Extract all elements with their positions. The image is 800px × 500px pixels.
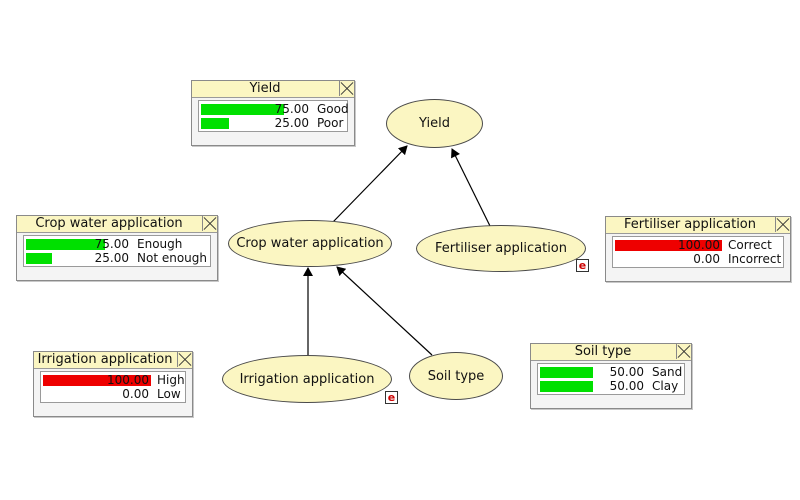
belief-bar [26,253,52,264]
belief-value: 25.00 [94,251,129,265]
state-label: Not enough [137,251,207,265]
state-label: Enough [137,237,183,251]
state-row: 0.00 Incorrect [615,252,781,266]
belief-value: 25.00 [274,116,309,130]
belief-value: 100.00 [107,373,149,387]
state-row: 100.00 High [43,373,185,387]
monitor-states: 100.00 Correct 0.00 Incorrect [612,236,784,268]
monitor-title: Soil type [531,344,691,361]
belief-bar-area: 50.00 [540,379,646,393]
monitor-yield-title: Yield [249,81,281,96]
monitor-fertiliser-title: Fertiliser application [624,217,756,232]
node-yield-label: Yield [419,116,450,131]
state-label: Sand [652,365,683,379]
close-icon[interactable] [339,81,354,96]
monitor-irrigation-title: Irrigation application [37,352,173,367]
monitor-irrigation-application[interactable]: Irrigation application 100.00 High 0.00 Low [33,351,193,417]
belief-bar [201,118,229,129]
node-soil-type-label: Soil type [427,368,485,384]
state-row: 75.00 Good [201,102,349,116]
belief-bar [26,239,105,250]
monitor-title: Crop water application [17,216,217,233]
state-label: High [157,373,185,387]
belief-value: 75.00 [94,237,129,251]
belief-value: 50.00 [609,365,644,379]
state-row: 50.00 Clay [540,379,682,393]
state-label: Incorrect [728,252,782,266]
belief-value: 0.00 [122,387,149,401]
edge-cropwater-to-yield [332,145,408,223]
monitor-crop-water-title: Crop water application [35,216,183,231]
edge-soiltype-to-cropwater [336,266,433,356]
node-fertiliser-label: Fertiliser application [435,241,567,256]
belief-value: 0.00 [693,252,720,266]
evidence-icon-irrigation: e [385,391,398,404]
node-crop-water-application[interactable]: Crop water application [228,220,392,267]
monitor-states: 75.00 Good 25.00 Poor [198,100,349,132]
monitor-yield[interactable]: Yield 75.00 Good 25.00 Poor [191,80,355,146]
state-label: Clay [652,379,679,393]
monitor-soil-type-title: Soil type [574,344,632,359]
state-row: 25.00 Poor [201,116,345,130]
monitor-title: Fertiliser application [606,217,790,234]
belief-value: 100.00 [678,238,720,252]
belief-bar-area: 100.00 [615,238,722,252]
monitor-title: Yield [192,81,354,98]
monitor-states: 75.00 Enough 25.00 Not enough [23,235,211,267]
close-icon[interactable] [775,217,790,232]
belief-bar-area: 75.00 [26,237,131,251]
node-irrigation-label: Irrigation application [239,371,375,387]
belief-bar [615,240,722,251]
close-icon[interactable] [177,352,192,367]
state-label: Low [157,387,181,401]
state-label: Correct [728,238,772,252]
belief-bar [540,381,593,392]
state-row: 25.00 Not enough [26,251,208,265]
node-fertiliser-application[interactable]: Fertiliser application [416,225,586,272]
node-yield[interactable]: Yield [386,99,483,148]
belief-bar [43,375,151,386]
belief-value: 75.00 [274,102,309,116]
edge-fertiliser-to-yield [451,148,491,227]
belief-bar-area: 25.00 [201,116,311,130]
monitor-title: Irrigation application [34,352,192,369]
monitor-crop-water-application[interactable]: Crop water application 75.00 Enough 25.00 N… [16,215,218,281]
state-row: 100.00 Correct [615,238,781,252]
belief-bar [540,367,593,378]
belief-bar-area: 50.00 [540,365,646,379]
node-soil-type[interactable]: Soil type [409,352,503,400]
state-row: 75.00 Enough [26,237,208,251]
belief-value: 50.00 [609,379,644,393]
state-row: 0.00 Low [43,387,183,401]
belief-bar-area: 75.00 [201,102,311,116]
node-crop-water-label: Crop water application [236,236,384,251]
node-irrigation-application[interactable]: Irrigation application [222,355,392,403]
belief-bar-area: 100.00 [43,373,151,387]
state-row: 50.00 Sand [540,365,682,379]
close-icon[interactable] [202,216,217,231]
belief-bar-area: 25.00 [26,251,131,265]
evidence-icon-fertiliser: e [576,259,589,272]
state-label: Poor [317,116,344,130]
belief-bar-area: 0.00 [615,252,722,266]
belief-bar [201,104,284,115]
belief-bar-area: 0.00 [43,387,151,401]
monitor-states: 100.00 High 0.00 Low [40,371,186,403]
close-icon[interactable] [676,344,691,359]
state-label: Good [317,102,349,116]
